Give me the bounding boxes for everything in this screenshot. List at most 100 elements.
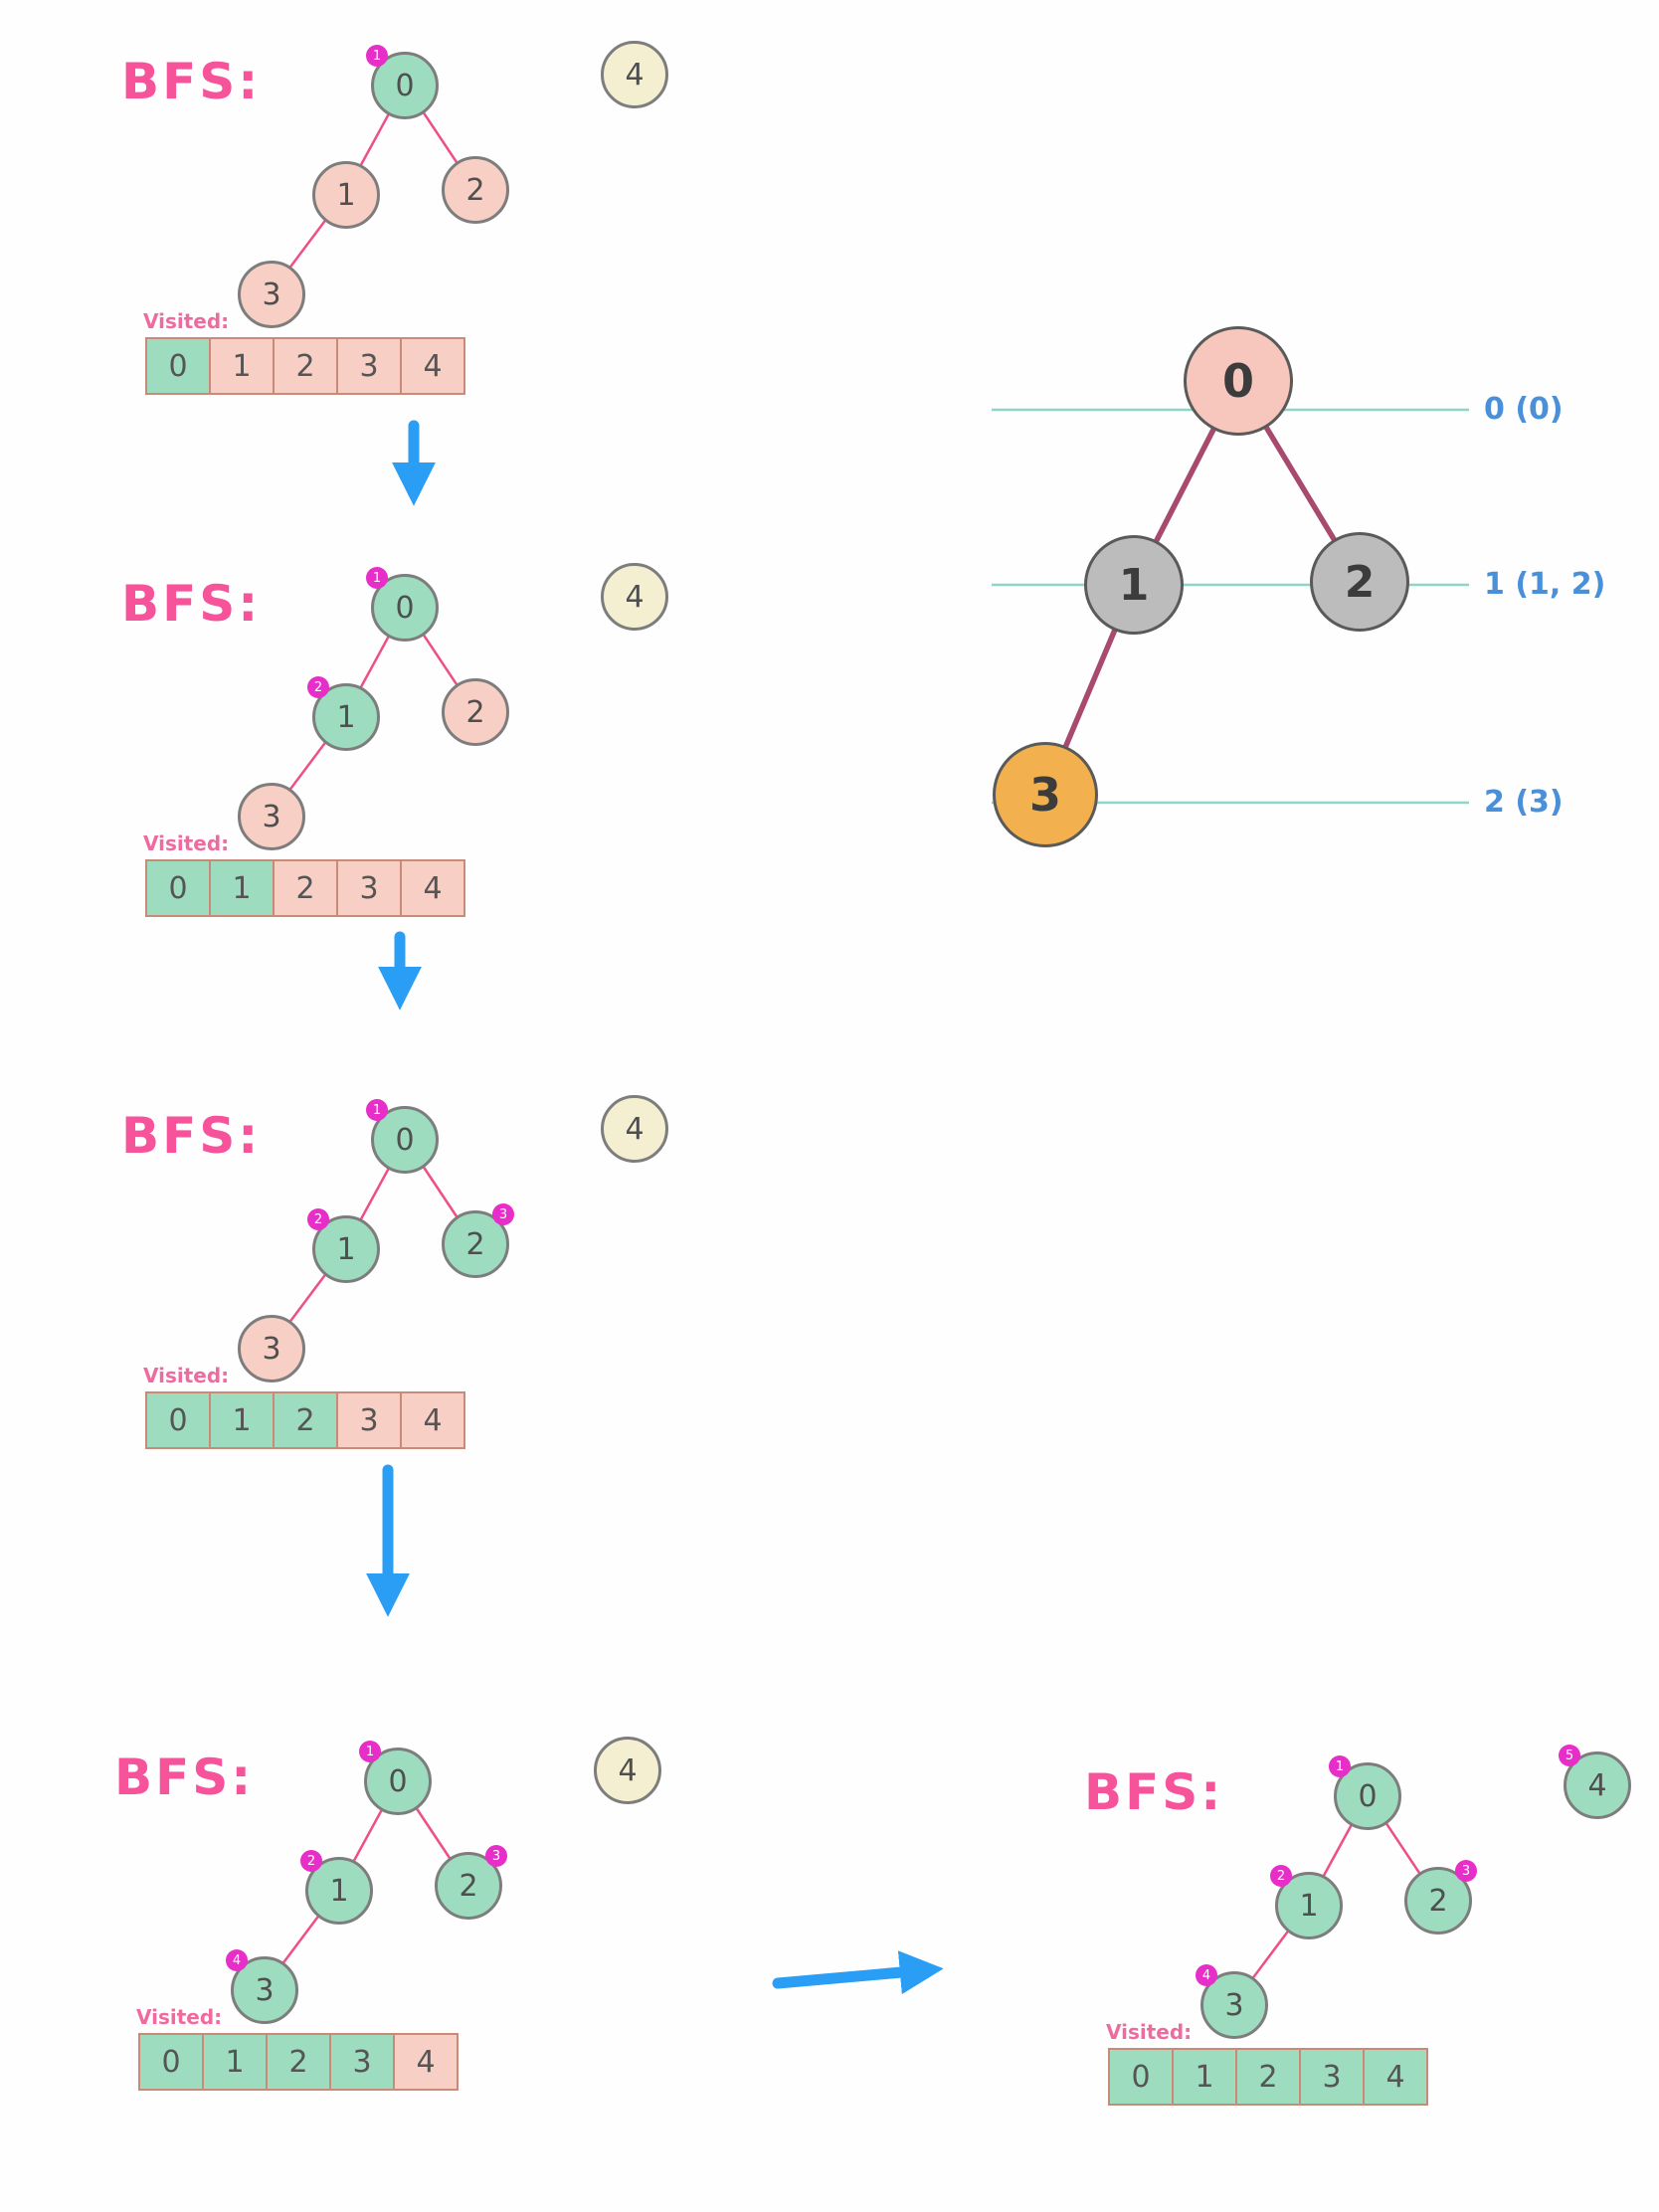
visited-cell: 0: [138, 2033, 204, 2091]
tree-node-3: 3 4: [226, 1949, 298, 2024]
tree-node-value: 1: [336, 1231, 356, 1267]
bfs-step-5: BFS: 0 1 1 2 2 3 3 4 4 5 Visited: 0 1 2 …: [1084, 1745, 1659, 2153]
tree-node-3: 3: [238, 783, 305, 850]
visited-cell-value: 1: [232, 1402, 252, 1438]
visit-order-badge: 2: [300, 1850, 322, 1872]
visited-cell: 0: [145, 1391, 211, 1449]
level-node-1: 1: [1084, 535, 1184, 635]
bfs-label: BFS:: [121, 575, 262, 633]
tree-node-value: 1: [336, 177, 356, 213]
visited-cell: 2: [266, 2033, 331, 2091]
visited-cell: 1: [1172, 2048, 1237, 2106]
visited-cell: 3: [329, 2033, 395, 2091]
tree-node-1: 1 2: [300, 1850, 373, 1925]
visited-cell: 2: [273, 1391, 338, 1449]
bfs-step-4: BFS: 0 1 1 2 2 3 3 4 4 Visited: 0 1 2 3 …: [114, 1737, 811, 2138]
visited-cell-value: 1: [225, 2044, 245, 2080]
tree-node-1: 1 2: [1270, 1865, 1343, 1939]
visited-cell: 2: [1235, 2048, 1301, 2106]
tree-node-0: 0 1: [366, 45, 439, 119]
tree-node-value: 1: [1299, 1888, 1319, 1924]
tree-node-value: 2: [465, 694, 485, 730]
visited-array: 0 1 2 3 4: [145, 1391, 465, 1449]
level-label-1: 1 (1, 2): [1484, 567, 1606, 602]
visited-cell-value: 0: [161, 2044, 181, 2080]
tree-node-value: 3: [262, 799, 281, 834]
level-node-2: 2: [1310, 532, 1409, 632]
visit-order-badge: 4: [1196, 1964, 1217, 1986]
tree-node-value: 2: [459, 1868, 478, 1904]
queue-node-value: 4: [1587, 1767, 1607, 1803]
visited-cell: 3: [336, 337, 402, 395]
visit-order-badge: 1: [366, 45, 388, 67]
level-node-value: 2: [1344, 556, 1376, 608]
visit-order-badge: 1: [1329, 1755, 1351, 1777]
tree-node-value: 2: [465, 1226, 485, 1262]
tree-node-2: 2 3: [435, 1845, 507, 1920]
visit-order-badge: 2: [307, 676, 329, 698]
tree-node-0: 0 1: [1329, 1755, 1401, 1830]
tree-node-value: 0: [395, 590, 415, 626]
tree-node-value: 1: [329, 1873, 349, 1909]
visited-cell: 4: [393, 2033, 459, 2091]
tree-node-3: 3: [238, 261, 305, 328]
visited-array: 0 1 2 3 4: [145, 337, 465, 395]
tree-node-2: 2: [442, 156, 509, 224]
level-node-3: 3: [993, 742, 1098, 847]
queue-node-4: 4 5: [1559, 1745, 1631, 1819]
tree-node-1: 1 2: [307, 1208, 380, 1283]
visited-cell-value: 2: [1258, 2059, 1278, 2095]
visited-cell-value: 2: [295, 870, 315, 906]
visit-order-badge: 1: [366, 1099, 388, 1121]
visited-cell-value: 2: [295, 1402, 315, 1438]
visited-cell: 4: [400, 337, 465, 395]
tree-node-3: 3 4: [1196, 1964, 1268, 2039]
level-label-0: 0 (0): [1484, 392, 1564, 427]
queue-node-value: 4: [618, 1752, 638, 1788]
queue-node-value: 4: [625, 57, 645, 92]
bfs-label: BFS:: [121, 1107, 262, 1165]
levels-diagram: 0 1 2 3 0 (0) 1 (1, 2) 2 (3): [975, 318, 1659, 875]
bfs-step-3: BFS: 0 1 1 2 2 3 3 4 Visited: 0 1 2 3 4: [121, 1095, 818, 1497]
visited-array: 0 1 2 3 4: [145, 859, 465, 917]
visited-cell-value: 1: [232, 870, 252, 906]
visited-cell: 4: [400, 859, 465, 917]
visited-cell-value: 3: [359, 348, 379, 384]
level-node-value: 3: [1028, 768, 1061, 822]
visited-cell: 1: [202, 2033, 268, 2091]
visit-order-badge: 3: [1455, 1860, 1477, 1882]
visited-cell-value: 4: [416, 2044, 436, 2080]
visited-cell: 3: [1299, 2048, 1365, 2106]
level-node-value: 0: [1221, 354, 1254, 408]
visited-cell: 1: [209, 1391, 275, 1449]
tree-node-value: 0: [1358, 1778, 1378, 1814]
tree-node-3: 3: [238, 1315, 305, 1382]
tree-node-value: 1: [336, 699, 356, 735]
level-node-value: 1: [1118, 559, 1150, 611]
visited-cell-value: 0: [168, 1402, 188, 1438]
visit-order-badge: 3: [492, 1203, 514, 1225]
visited-label: Visited:: [143, 1364, 230, 1387]
visited-cell: 0: [145, 337, 211, 395]
visit-order-badge: 5: [1559, 1745, 1580, 1766]
tree-node-1: 1: [312, 161, 380, 229]
tree-node-value: 0: [388, 1763, 408, 1799]
visited-cell: 1: [209, 859, 275, 917]
visited-label: Visited:: [143, 309, 230, 333]
visited-cell-value: 4: [1385, 2059, 1405, 2095]
bfs-label: BFS:: [121, 53, 262, 110]
visited-cell: 4: [400, 1391, 465, 1449]
bfs-step-1: BFS: 0 1 1 2 3 4 Visited: 0 1 2 3 4: [121, 41, 818, 443]
visited-cell-value: 4: [423, 1402, 443, 1438]
queue-node-4: 4: [594, 1737, 661, 1804]
tree-node-0: 0 1: [366, 567, 439, 642]
visited-cell: 0: [145, 859, 211, 917]
visited-label: Visited:: [143, 831, 230, 855]
queue-node-value: 4: [625, 1111, 645, 1147]
visited-cell-value: 0: [1131, 2059, 1151, 2095]
bfs-label: BFS:: [114, 1749, 255, 1806]
tree-node-value: 3: [262, 1331, 281, 1367]
level-label-2: 2 (3): [1484, 785, 1564, 820]
visited-cell-value: 4: [423, 870, 443, 906]
